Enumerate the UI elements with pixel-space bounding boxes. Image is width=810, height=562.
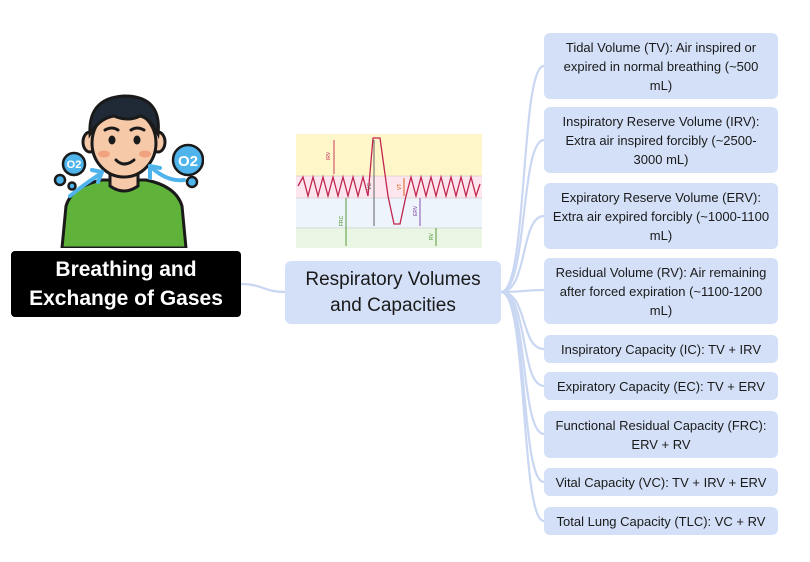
person-breathing-illustration: O2 O2 <box>53 94 204 248</box>
leaf-tidal-volume[interactable]: Tidal Volume (TV): Air inspired or expir… <box>544 33 778 99</box>
svg-text:IRV: IRV <box>326 151 332 160</box>
respiratory-volumes-node[interactable]: Respiratory Volumes and Capacities <box>285 261 501 324</box>
leaf-expiratory-capacity[interactable]: Expiratory Capacity (EC): TV + ERV <box>544 372 778 400</box>
svg-text:VT: VT <box>397 184 403 190</box>
leaf-inspiratory-capacity[interactable]: Inspiratory Capacity (IC): TV + IRV <box>544 335 778 363</box>
leaf-total-lung-capacity[interactable]: Total Lung Capacity (TLC): VC + RV <box>544 507 778 535</box>
breath-arrow-right-icon <box>150 166 186 183</box>
o2-bubble-left-icon <box>61 151 87 177</box>
root-topic-line-2: Exchange of Gases <box>29 287 223 310</box>
svg-text:O2: O2 <box>178 153 198 170</box>
hair <box>88 94 160 140</box>
svg-text:ERV: ERV <box>413 205 419 216</box>
breath-arrow-left-icon <box>68 172 102 198</box>
o2-bubble-right-icon <box>171 143 204 177</box>
leaf-functional-residual-capacity[interactable]: Functional Residual Capacity (FRC): ERV … <box>544 411 778 458</box>
svg-text:VC: VC <box>367 183 373 190</box>
tidal-breathing-wave <box>297 137 481 225</box>
leaf-residual-volume[interactable]: Residual Volume (RV): Air remaining afte… <box>544 258 778 324</box>
root-topic-line-1: Breathing and <box>55 258 197 281</box>
root-topic-node[interactable]: Breathing and Exchange of Gases <box>11 251 241 317</box>
hub-line-1: Respiratory Volumes <box>305 268 481 290</box>
svg-text:RV: RV <box>429 232 435 240</box>
leaf-inspiratory-reserve-volume[interactable]: Inspiratory Reserve Volume (IRV): Extra … <box>544 107 778 173</box>
spirogram-graph: IRV VC VT ERV FRC RV <box>296 134 482 248</box>
svg-text:FRC: FRC <box>339 215 345 226</box>
svg-text:O2: O2 <box>67 159 82 171</box>
leaf-expiratory-reserve-volume[interactable]: Expiratory Reserve Volume (ERV): Extra a… <box>544 183 778 249</box>
leaf-vital-capacity[interactable]: Vital Capacity (VC): TV + IRV + ERV <box>544 468 778 496</box>
hub-line-2: and Capacities <box>330 294 456 316</box>
